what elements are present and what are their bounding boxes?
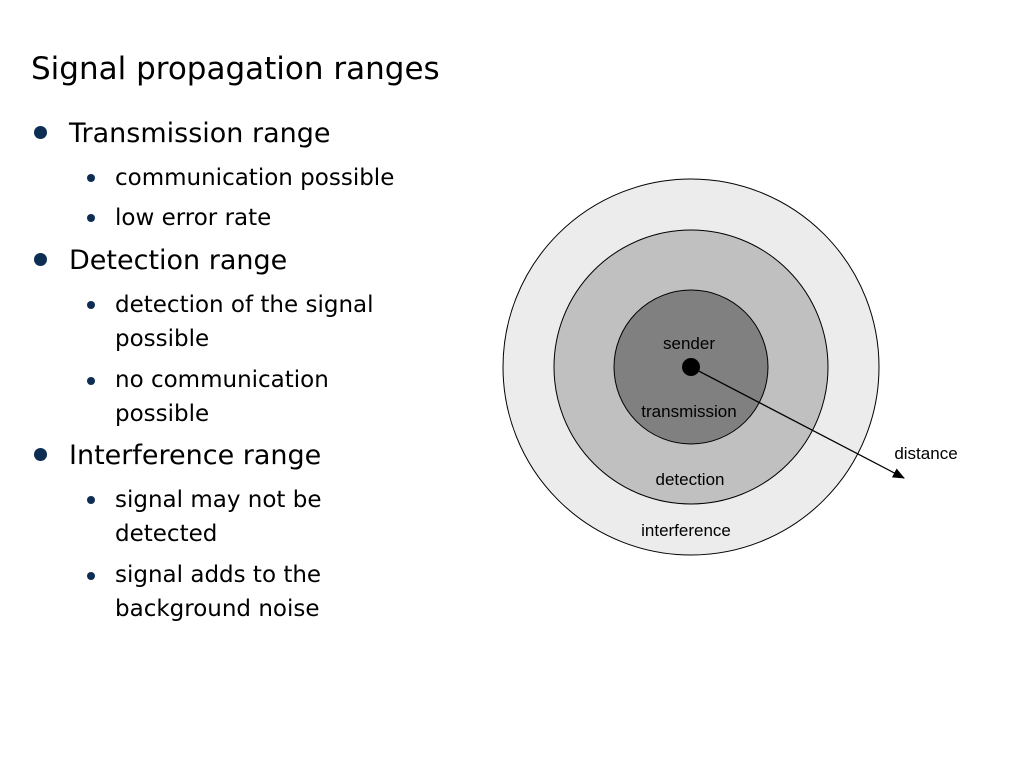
sub-bullet-line: detection of the signal xyxy=(115,292,374,318)
sub-bullet-line: no communication xyxy=(115,367,329,393)
sub-bullet-line: detected xyxy=(115,521,218,547)
sub-bullet-marker xyxy=(87,214,95,222)
bullet-item: Interference range xyxy=(69,440,322,471)
distance-arrow xyxy=(690,366,905,479)
bullet-marker xyxy=(34,448,47,461)
distance-label: distance xyxy=(894,444,957,463)
bullet-marker xyxy=(34,126,47,139)
sender-node xyxy=(682,358,700,376)
bullet-item: Transmission range xyxy=(69,118,331,149)
sub-bullet-line: signal adds to the xyxy=(115,562,322,588)
sub-bullet-marker xyxy=(87,377,95,385)
sub-bullet-line: communication possible xyxy=(115,165,395,191)
transmission-label: transmission xyxy=(641,402,736,421)
sub-bullet-marker xyxy=(87,572,95,580)
sender-label: sender xyxy=(663,334,715,353)
sub-bullet-marker xyxy=(87,174,95,182)
slide-title: Signal propagation ranges xyxy=(31,51,440,87)
sub-bullet-line: signal may not be xyxy=(115,487,322,513)
sub-bullet-line: possible xyxy=(115,326,210,352)
interference-label: interference xyxy=(641,521,731,540)
sub-bullet-marker xyxy=(87,496,95,504)
sub-bullet-marker xyxy=(87,301,95,309)
bullet-marker xyxy=(34,253,47,266)
bullet-item: Detection range xyxy=(69,245,288,276)
sub-bullet-line: low error rate xyxy=(115,205,272,231)
detection-label: detection xyxy=(656,470,725,489)
bullet-list: Transmission range communication possibl… xyxy=(0,0,480,768)
sub-bullet-line: background noise xyxy=(115,596,320,622)
sub-bullet-line: possible xyxy=(115,401,210,427)
